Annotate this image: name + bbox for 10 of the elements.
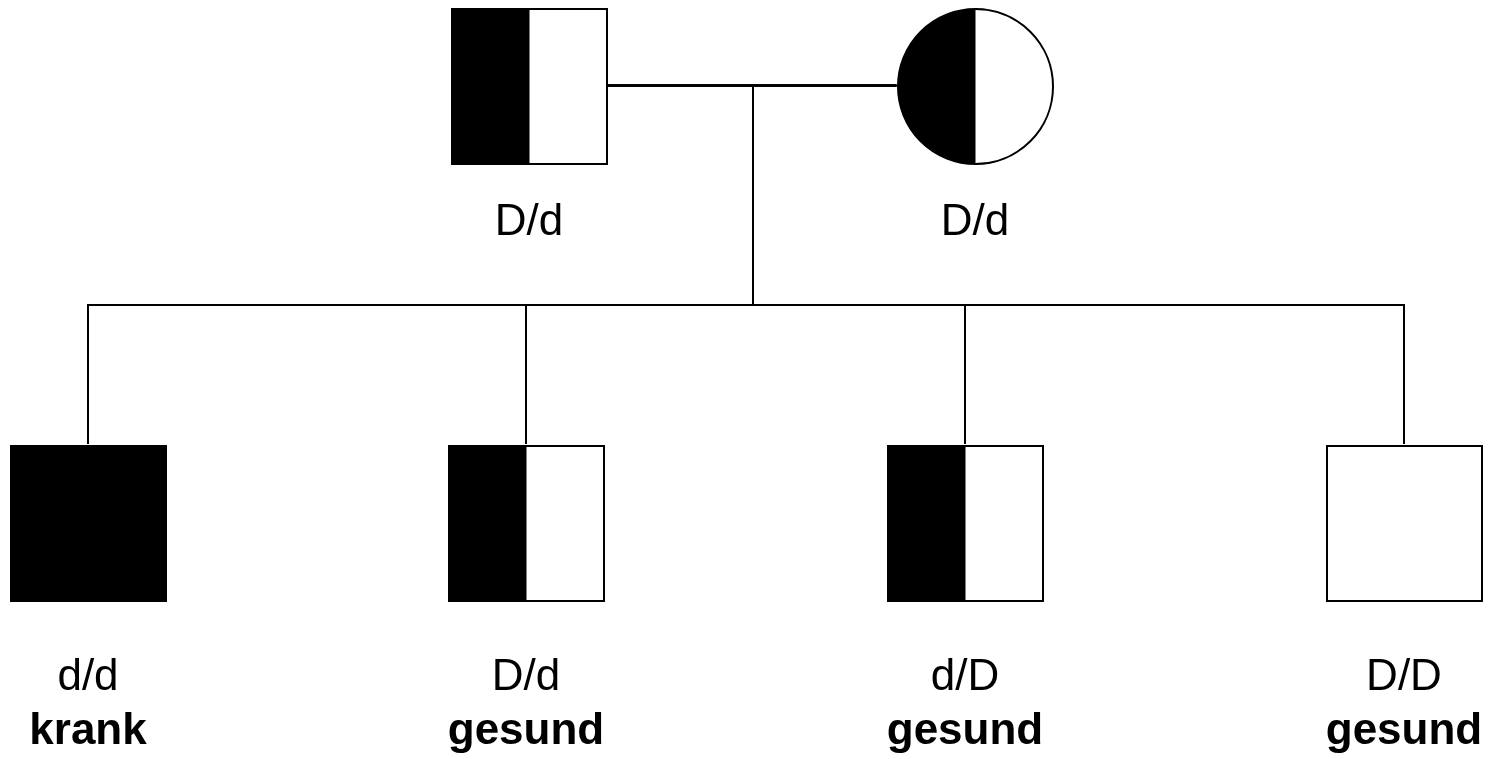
genotype-label: D/D xyxy=(1366,649,1442,701)
status-label: gesund xyxy=(447,703,605,755)
genotype-label: D/d xyxy=(494,194,564,246)
status-label: gesund xyxy=(886,703,1044,755)
genotype-label: D/d xyxy=(491,649,561,701)
genotype-label: D/d xyxy=(940,194,1010,246)
genotype-label: d/d xyxy=(57,649,119,701)
status-label: gesund xyxy=(1325,703,1483,755)
status-label: krank xyxy=(29,703,147,755)
genotype-label: d/D xyxy=(930,649,1000,701)
